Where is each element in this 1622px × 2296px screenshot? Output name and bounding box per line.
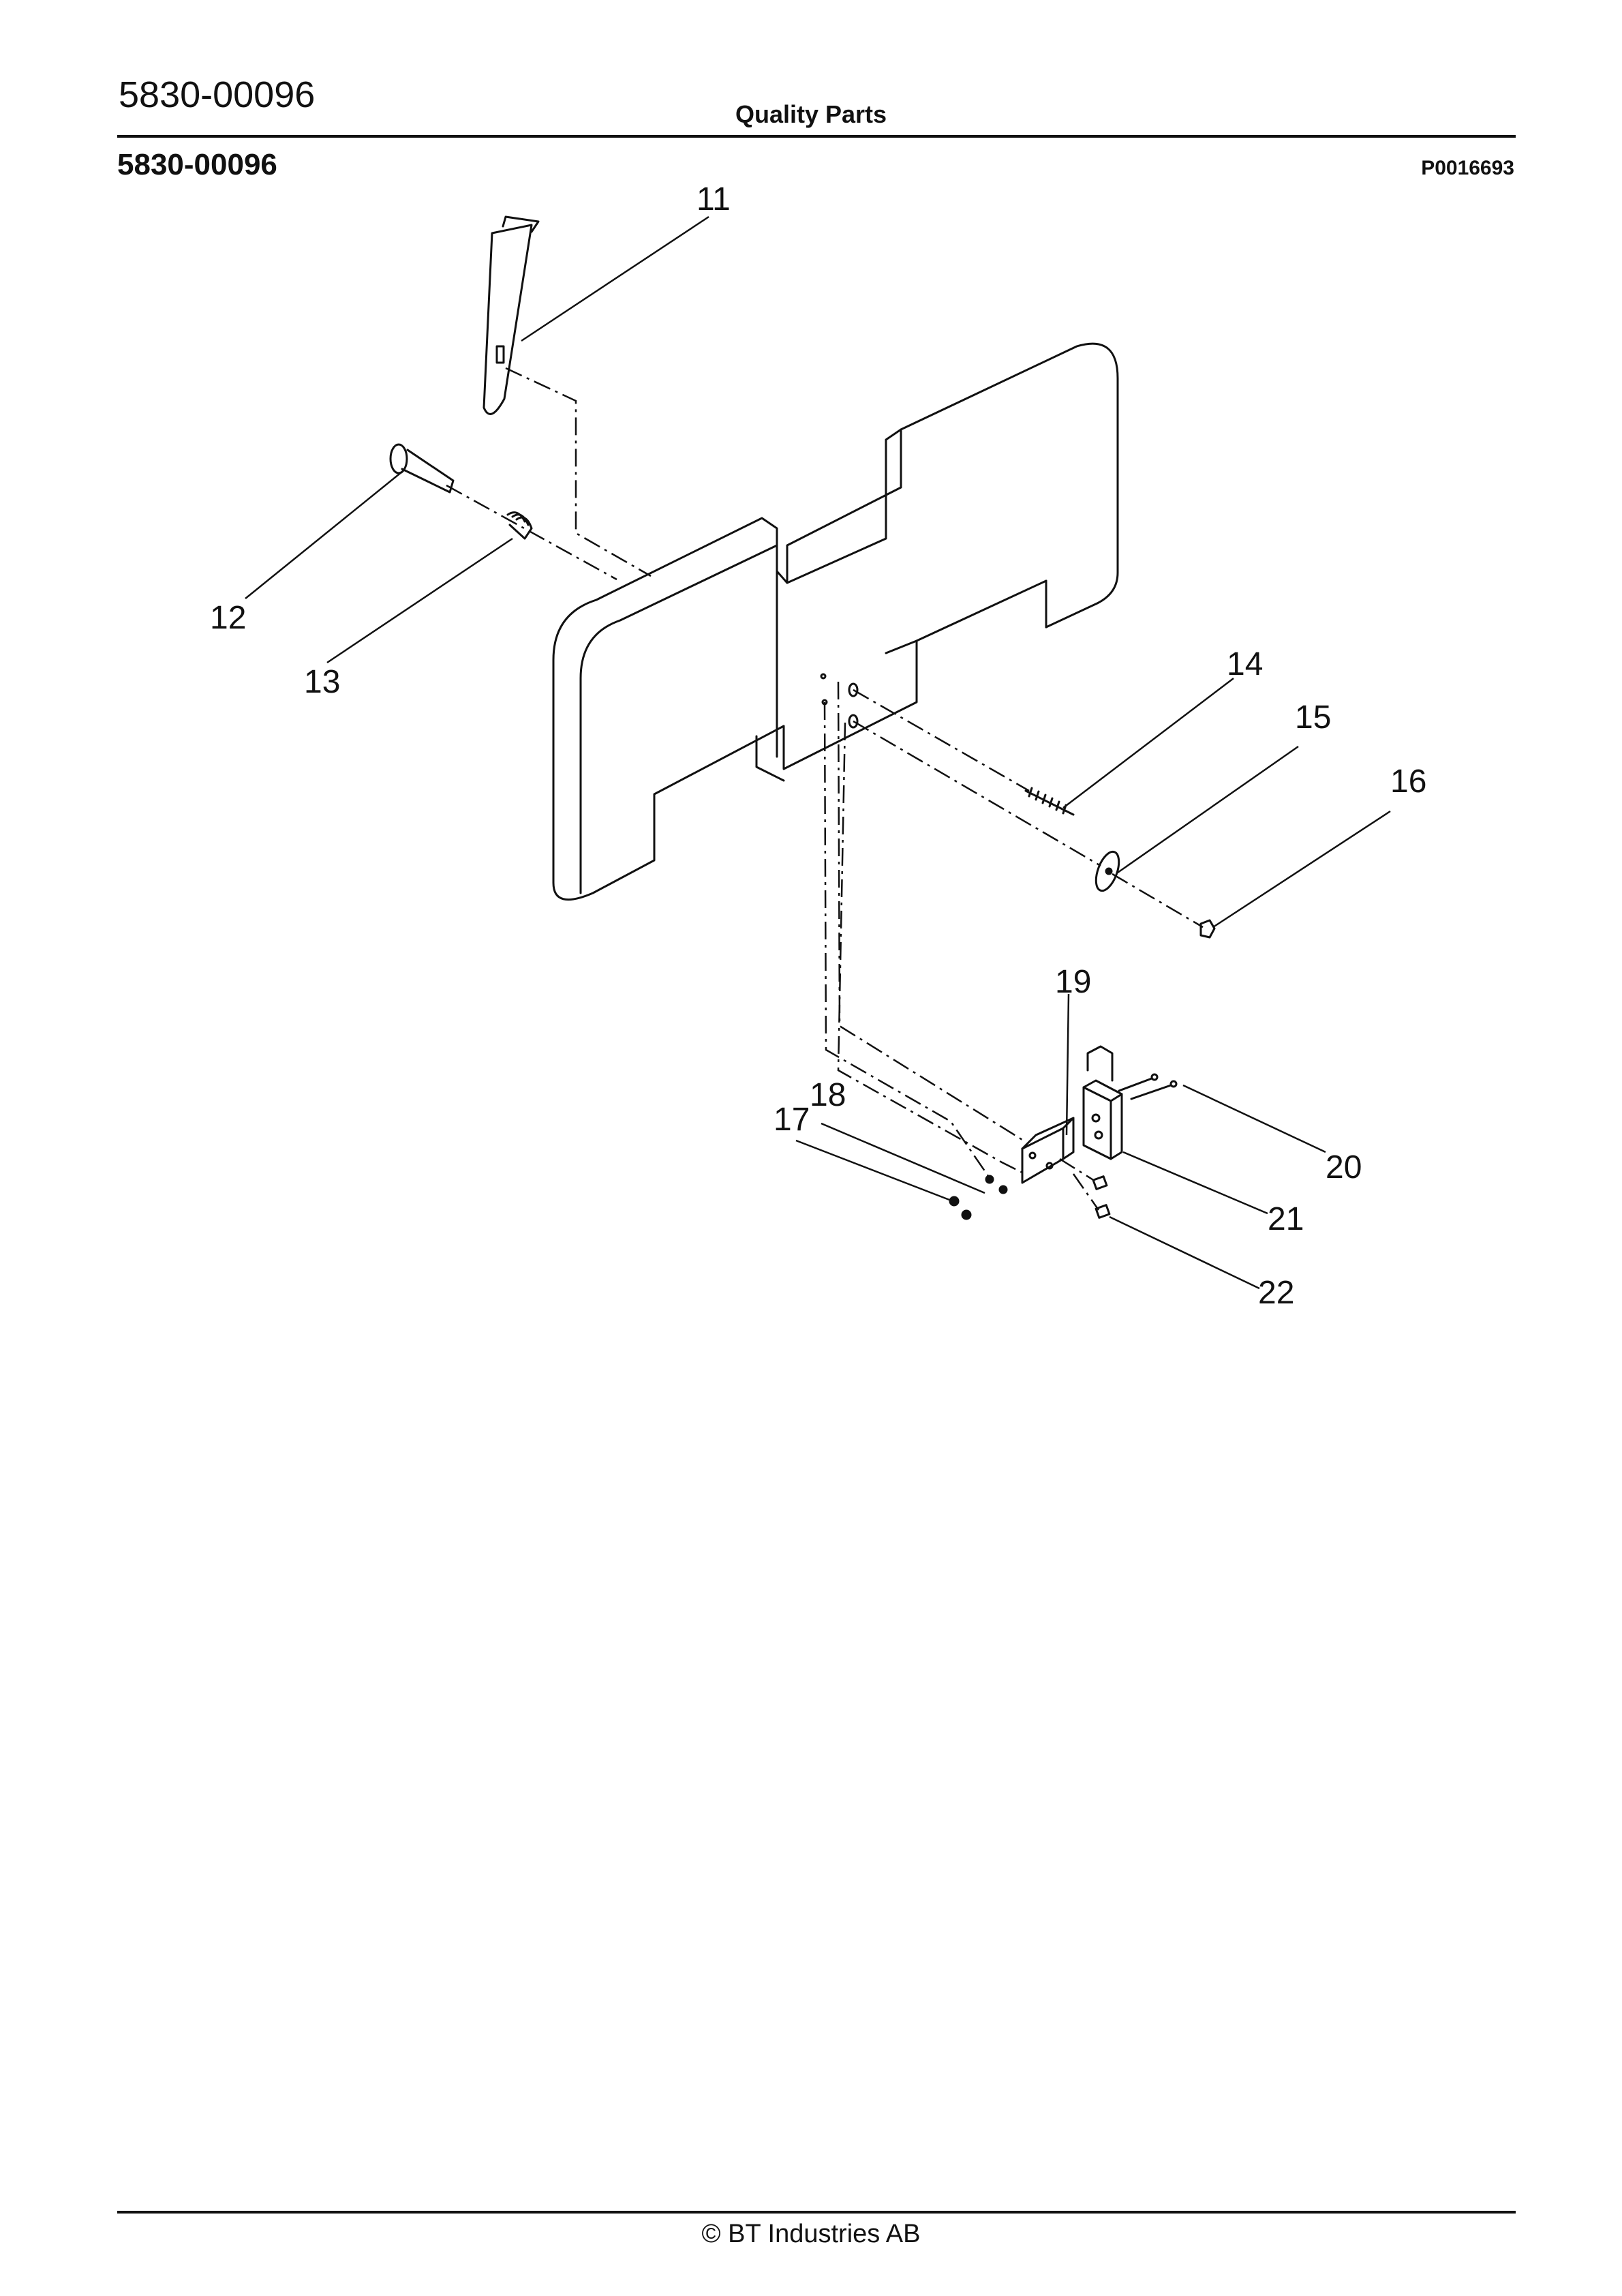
part-13-spring (506, 511, 533, 540)
counterweight-block (552, 342, 1119, 901)
figure-id: P0016693 (1421, 157, 1514, 179)
part-11-plate (483, 215, 540, 415)
header-title: Quality Parts (735, 100, 887, 128)
leader-lines (245, 215, 1391, 1290)
footer-divider (117, 2211, 1516, 2214)
part-15-washer (1095, 850, 1120, 892)
part-12-bolt (389, 443, 455, 494)
part-22-bolts (1092, 1175, 1111, 1219)
assembly-lines (446, 367, 1204, 1211)
callout-18: 18 (810, 1077, 846, 1113)
callout-13: 13 (304, 664, 340, 700)
callout-19: 19 (1055, 964, 1091, 1000)
callout-22: 22 (1258, 1275, 1294, 1311)
part-19-bracket (1021, 1117, 1075, 1184)
part-16-nut (1199, 919, 1216, 939)
callout-17: 17 (774, 1102, 810, 1138)
header-divider (117, 135, 1516, 138)
callout-20: 20 (1326, 1149, 1362, 1185)
callout-11: 11 (697, 181, 731, 217)
part-17-18-nuts-washers (949, 1175, 1008, 1220)
section-code: 5830-00096 (117, 148, 277, 181)
part-20-screws (1118, 1073, 1178, 1100)
callout-21: 21 (1268, 1201, 1304, 1237)
callout-12: 12 (210, 600, 246, 636)
callout-16: 16 (1390, 764, 1426, 800)
part-14-threaded-rod (1024, 787, 1075, 816)
footer-copyright: © BT Industries AB (701, 2220, 921, 2248)
part-21-clamp-block (1082, 1045, 1123, 1160)
callout-14: 14 (1227, 646, 1263, 682)
callout-15: 15 (1295, 699, 1331, 736)
document-code: 5830-00096 (119, 74, 316, 115)
